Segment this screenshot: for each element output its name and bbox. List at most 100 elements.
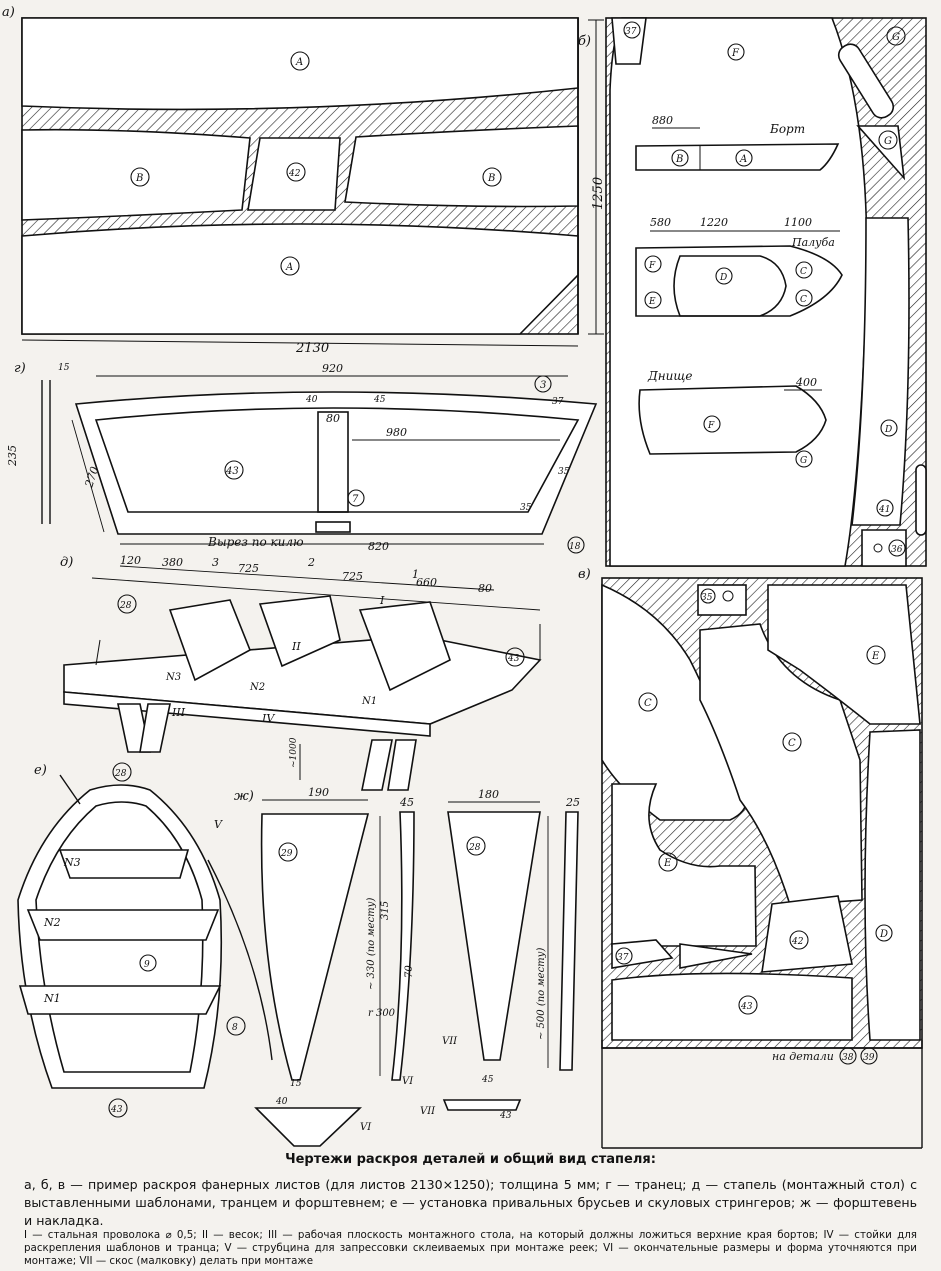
- stem-roman-vi-a: VI: [402, 1076, 414, 1087]
- sheet-b-part-g-top: G: [892, 32, 900, 43]
- slipway-roman-iv: IV: [261, 712, 275, 725]
- sheet-v-part-38: 38: [842, 1053, 854, 1063]
- transom-part-43: 43: [225, 466, 239, 477]
- slipway-number-2: 2: [307, 556, 315, 569]
- sheet-b-dim-400: 400: [795, 376, 817, 389]
- sheet-a: [21, 17, 604, 347]
- stem-roman-vii-a: VII: [442, 1036, 458, 1047]
- transom-dim-37: 37: [552, 397, 564, 407]
- stem-dim-45: 45: [399, 796, 414, 809]
- sheet-a-part-b-left: B: [135, 173, 143, 184]
- stem-dim-500: ~ 500 (по месту): [536, 948, 547, 1040]
- stem-dim-330: ~ 330 (по месту): [366, 898, 377, 990]
- stem-drawing: [254, 799, 579, 1147]
- sheet-b-part-a: A: [739, 154, 747, 165]
- slipway-roman-ii: II: [291, 640, 301, 653]
- stem-part-28: 28: [468, 843, 481, 853]
- transom-dim-980: 980: [386, 426, 407, 439]
- slipway-part-28: 28: [119, 601, 132, 611]
- slipway-roman-iii: III: [171, 706, 186, 719]
- sheet-a-part-b-right: B: [487, 173, 495, 184]
- transom-label-cut: Вырез по килю: [207, 535, 304, 549]
- sheet-b-part-f-top: F: [731, 48, 740, 59]
- stem-part-29: 29: [280, 849, 293, 859]
- sheet-a-part-a-top: A: [295, 57, 303, 68]
- transom-dim-35-right: 35: [558, 467, 570, 477]
- transom-dim-235: 235: [6, 445, 19, 467]
- slipway-number-1: 1: [412, 568, 419, 581]
- slipway-label-n3: N3: [165, 672, 181, 683]
- slipway-dim-80: 80: [478, 582, 492, 595]
- boat-part-28: 28: [114, 769, 127, 779]
- slipway-label-n2: N2: [249, 682, 265, 693]
- transom-drawing: [41, 375, 598, 554]
- transom-part-18: 18: [569, 542, 581, 552]
- stem-dim-70: 70: [404, 965, 415, 978]
- sheet-b-part-f-bottom: F: [707, 421, 715, 431]
- transom-dim-80: 80: [326, 412, 340, 425]
- transom-dim-40: 40: [305, 395, 318, 405]
- cutting-drawings: а) б) в) г) д) е) ж) A B 42 B A 2130 125…: [2, 5, 927, 1149]
- slipway-drawing: [63, 565, 542, 791]
- transom-part-7: 7: [352, 494, 359, 505]
- stem-roman-vi-b: VI: [360, 1122, 372, 1133]
- slipway-dim-725-a: 725: [238, 562, 259, 575]
- sheet-b-part-36: 36: [891, 545, 903, 555]
- slipway-number-3: 3: [212, 556, 219, 569]
- sheet-b-label-bort: Борт: [769, 122, 805, 136]
- sheet-v-part-35: 35: [701, 593, 713, 603]
- stem-dim-190: 190: [308, 786, 329, 799]
- transom-part-3: 3: [540, 380, 546, 391]
- panel-label-a: а): [2, 5, 15, 20]
- caption-notes: I — стальная проволока ⌀ 0,5; II — весок…: [24, 1229, 917, 1267]
- boat-part-8: 8: [232, 1023, 238, 1033]
- sheet-b-part-g-bottom: G: [800, 456, 807, 466]
- sheet-b-dim-1100: 1100: [784, 216, 812, 229]
- transom-dim-820: 820: [368, 540, 389, 553]
- sheet-b-part-c-deck-2: C: [800, 295, 807, 305]
- boat-part-9: 9: [144, 960, 150, 970]
- panel-label-d: д): [60, 555, 73, 570]
- slipway-label-n1: N1: [361, 696, 377, 707]
- transom-dim-920: 920: [322, 362, 343, 375]
- sheet-v: [601, 577, 923, 1149]
- stem-dim-25: 25: [565, 796, 580, 809]
- sheet-v-part-e-top: E: [871, 651, 880, 662]
- sheet-b-dim-880: 880: [652, 114, 673, 127]
- sheet-a-height-dim: 1250: [591, 177, 606, 210]
- stem-dim-40: 40: [275, 1097, 288, 1107]
- boat-view: [17, 762, 273, 1118]
- slipway-part-43: 43: [507, 654, 520, 664]
- panel-label-e: е): [34, 763, 47, 778]
- panel-label-v: в): [578, 567, 591, 582]
- sheet-v-part-37: 37: [617, 953, 629, 963]
- stem-dim-180: 180: [478, 788, 499, 801]
- sheet-a-width-dim: 2130: [295, 341, 329, 356]
- sheet-b-part-d-strip: D: [884, 425, 892, 435]
- sheet-b-part-37: 37: [625, 27, 637, 37]
- sheet-b-part-c-deck-1: C: [800, 267, 807, 277]
- sheet-v-part-c-mid: C: [788, 738, 796, 749]
- stem-roman-vii-b: VII: [420, 1106, 436, 1117]
- boat-roman-v: V: [214, 818, 223, 831]
- sheet-v-part-c-left: C: [644, 698, 652, 709]
- sheet-v-part-e-left: E: [663, 858, 672, 869]
- slipway-dim-380: 380: [162, 556, 183, 569]
- boat-label-n3: N3: [63, 856, 81, 869]
- sheet-b-part-d-deck: D: [719, 273, 727, 283]
- slipway-roman-i: I: [379, 594, 385, 607]
- sheet-b-part-e-deck: E: [648, 297, 656, 307]
- sheet-a-part-a-bottom: A: [285, 262, 293, 273]
- slipway-dim-725-b: 725: [342, 570, 363, 583]
- sheet-v-part-39: 39: [863, 1053, 875, 1063]
- transom-dim-35-bottom: 35: [520, 503, 532, 513]
- sheet-b-dim-580: 580: [650, 216, 671, 229]
- panel-label-zh: ж): [234, 789, 254, 804]
- slipway-dim-1000: ~1000: [289, 737, 299, 768]
- stem-dim-15: 15: [290, 1079, 302, 1089]
- transom-dim-15: 15: [58, 363, 70, 373]
- sheet-v-part-42: 42: [791, 937, 804, 947]
- slipway-dim-120: 120: [120, 554, 141, 567]
- transom-dim-270: 270: [82, 465, 101, 490]
- boat-label-n1: N1: [43, 992, 61, 1005]
